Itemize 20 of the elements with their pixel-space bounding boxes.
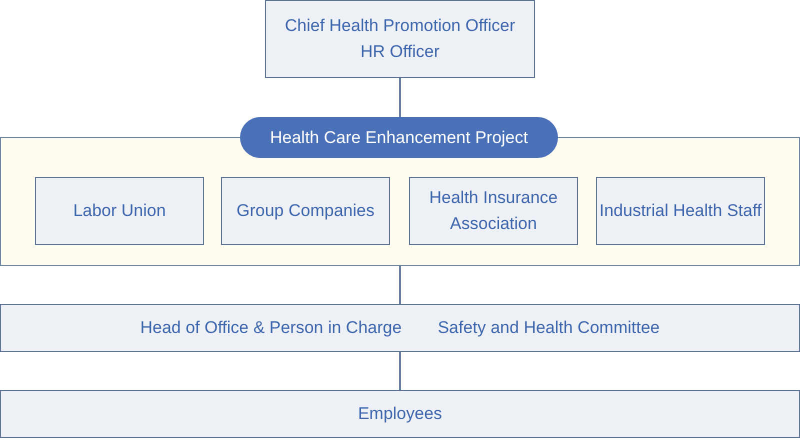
box-label: Group Companies xyxy=(236,200,374,222)
box-label: Health Insurance Association xyxy=(428,187,559,235)
band-box xyxy=(0,304,800,352)
connector-line xyxy=(399,78,401,117)
role-box xyxy=(409,177,578,245)
box-label: Labor Union xyxy=(73,200,166,222)
connector-line xyxy=(399,266,401,304)
role-box xyxy=(221,177,390,245)
role-box xyxy=(35,177,204,245)
role-box xyxy=(596,177,765,245)
box-label: Head of Office & Person in Charge xyxy=(140,317,402,339)
connector-line xyxy=(399,352,401,390)
role-box xyxy=(265,0,535,78)
box-label: Employees xyxy=(358,403,442,425)
box-label: Chief Health Promotion Officer xyxy=(284,15,516,37)
box-label: HR Officer xyxy=(360,41,440,63)
box-label: Industrial Health Staff xyxy=(599,200,762,222)
heading-pill: Health Care Enhancement Project xyxy=(240,117,558,158)
band-box xyxy=(0,390,800,438)
box-label: Safety and Health Committee xyxy=(438,317,660,339)
